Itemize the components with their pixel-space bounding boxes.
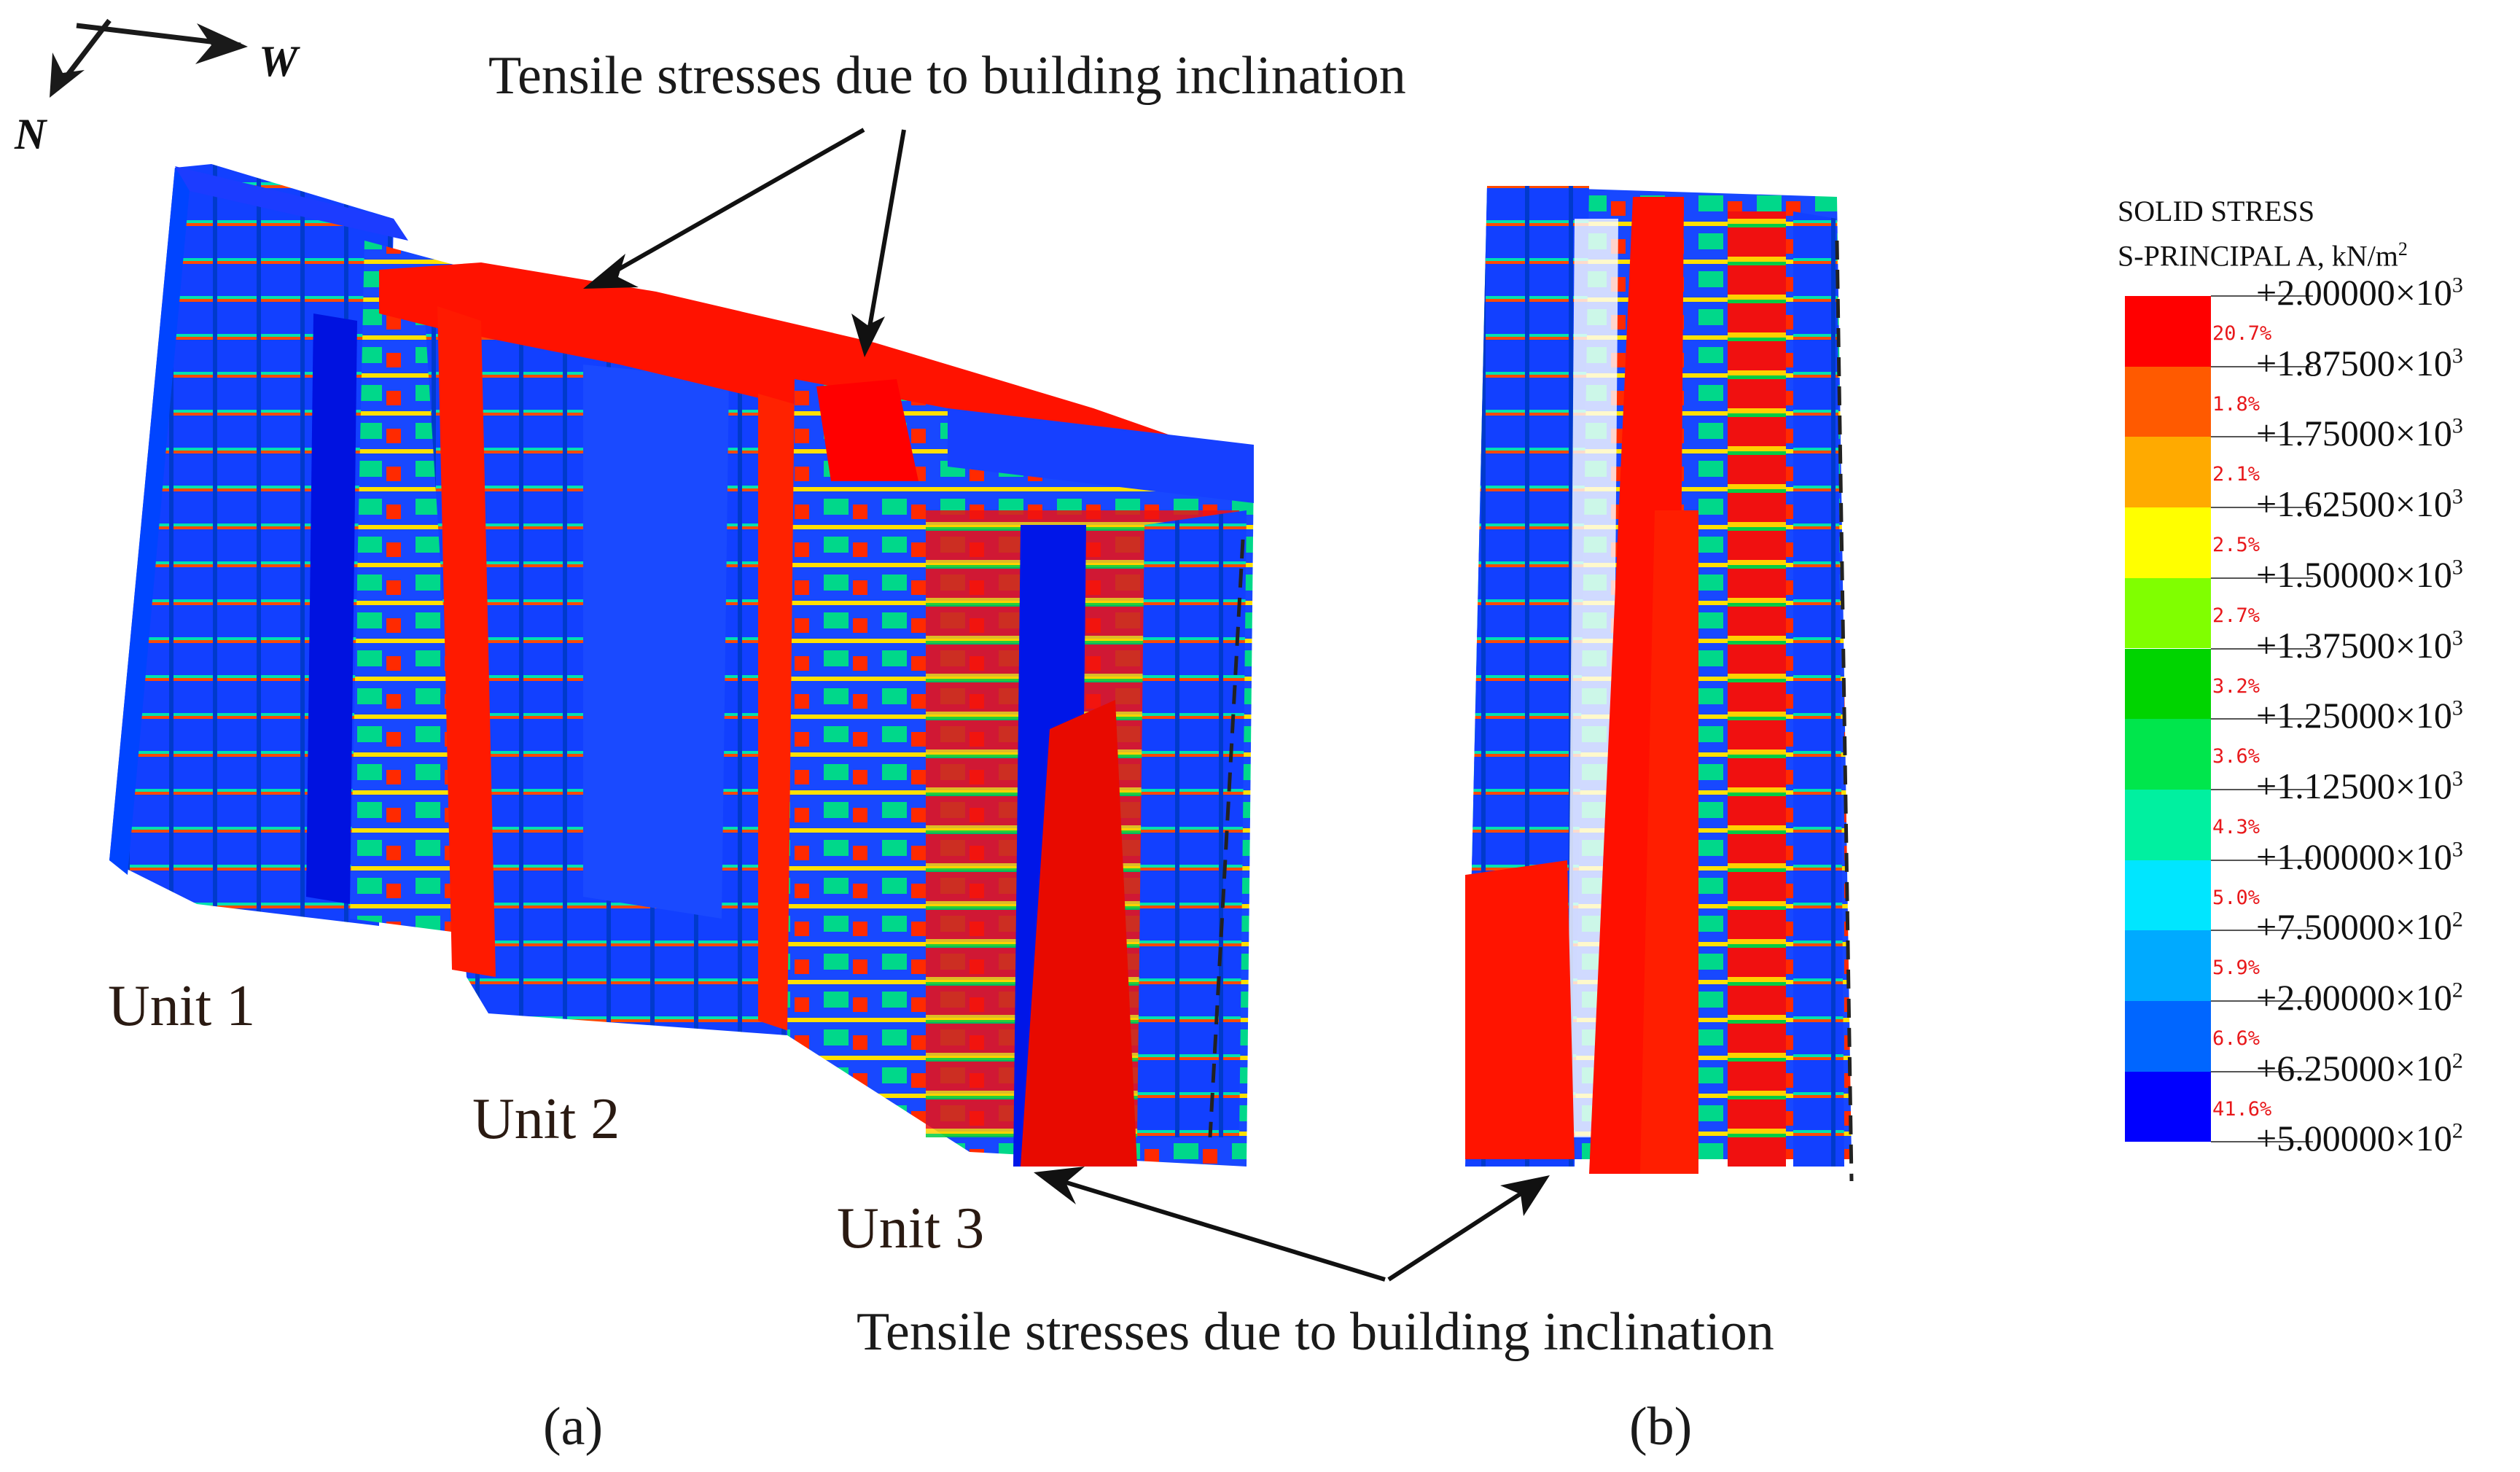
legend-band-percent: 2.1% <box>2212 463 2260 486</box>
legend-tick-line <box>2211 1000 2313 1002</box>
compass-arrows-icon <box>50 18 248 98</box>
legend-tick-line <box>2211 1070 2313 1072</box>
legend-tick-line <box>2211 436 2313 438</box>
legend-tick-line <box>2211 859 2313 861</box>
unit-2-label: Unit 2 <box>472 1087 620 1151</box>
legend-band <box>2125 648 2211 720</box>
legend-tick-value: +2.00000×103 <box>2256 272 2463 313</box>
legend-band <box>2125 366 2211 437</box>
legend-tick-line <box>2211 577 2313 579</box>
legend-band <box>2125 577 2211 649</box>
legend-tick-line <box>2211 718 2313 720</box>
legend-tick-value: +1.25000×103 <box>2256 695 2463 736</box>
building-a-model <box>109 164 1254 1167</box>
legend-band-percent: 3.2% <box>2212 674 2260 698</box>
legend-band <box>2125 296 2211 367</box>
legend-tick-value: +1.12500×103 <box>2256 765 2463 806</box>
legend-band-percent: 5.0% <box>2212 886 2260 909</box>
legend-title-superscript: 2 <box>2398 238 2408 260</box>
legend-tick-value: +1.00000×103 <box>2256 836 2463 877</box>
legend-band-percent: 5.9% <box>2212 957 2260 980</box>
legend-tick-line <box>2211 930 2313 932</box>
west-label: W <box>259 37 298 85</box>
legend-tick-value: +1.87500×103 <box>2256 342 2463 383</box>
legend-band <box>2125 507 2211 578</box>
unit-1-label: Unit 1 <box>108 974 256 1038</box>
annotation-bottom: Tensile stresses due to building inclina… <box>857 1302 1774 1362</box>
legend-band-percent: 2.7% <box>2212 604 2260 627</box>
legend-tick-line <box>2211 507 2313 509</box>
legend-tick-value: +6.25000×102 <box>2256 1047 2463 1089</box>
legend-band-percent: 6.6% <box>2212 1027 2260 1050</box>
legend-tick-line <box>2211 295 2313 297</box>
legend-tick-value: +5.00000×102 <box>2256 1118 2463 1159</box>
legend-tick-line <box>2211 365 2313 367</box>
legend-title: SOLID STRESS S-PRINCIPAL A, kN/m2 <box>2118 192 2408 275</box>
legend-band-percent: 20.7% <box>2212 322 2272 345</box>
annotation-top: Tensile stresses due to building inclina… <box>488 46 1406 106</box>
legend-tick-value: +1.37500×103 <box>2256 624 2463 666</box>
legend-tick-line <box>2211 647 2313 650</box>
legend-band <box>2125 1071 2211 1142</box>
building-b-model <box>1465 186 1854 1182</box>
legend-band <box>2125 789 2211 860</box>
legend-tick-line <box>2211 788 2313 790</box>
legend-title-line2: S-PRINCIPAL A, kN/m <box>2118 239 2398 273</box>
legend-tick-value: +1.62500×103 <box>2256 483 2463 525</box>
annotation-arrows <box>583 128 1550 1282</box>
legend-tick-value: +7.50000×102 <box>2256 906 2463 948</box>
legend-tick-value: +1.50000×103 <box>2256 553 2463 595</box>
legend-band-percent: 4.3% <box>2212 815 2260 838</box>
legend-band <box>2125 930 2211 1001</box>
caption-b: (b) <box>1629 1397 1693 1457</box>
legend-band <box>2125 437 2211 508</box>
caption-a: (a) <box>543 1397 604 1457</box>
north-label: N <box>15 110 47 158</box>
legend-tick-line <box>2211 1141 2313 1143</box>
legend-band <box>2125 860 2211 931</box>
legend-title-line1: SOLID STRESS <box>2118 195 2315 227</box>
legend-tick-value: +2.00000×102 <box>2256 977 2463 1018</box>
legend-band <box>2125 1001 2211 1072</box>
unit-3-label: Unit 3 <box>837 1196 985 1261</box>
legend-band-percent: 41.6% <box>2212 1097 2272 1121</box>
legend-band-percent: 3.6% <box>2212 745 2260 768</box>
legend-band <box>2125 719 2211 790</box>
legend-band-percent: 1.8% <box>2212 392 2260 416</box>
legend-band-percent: 2.5% <box>2212 534 2260 557</box>
legend-tick-value: +1.75000×103 <box>2256 413 2463 454</box>
